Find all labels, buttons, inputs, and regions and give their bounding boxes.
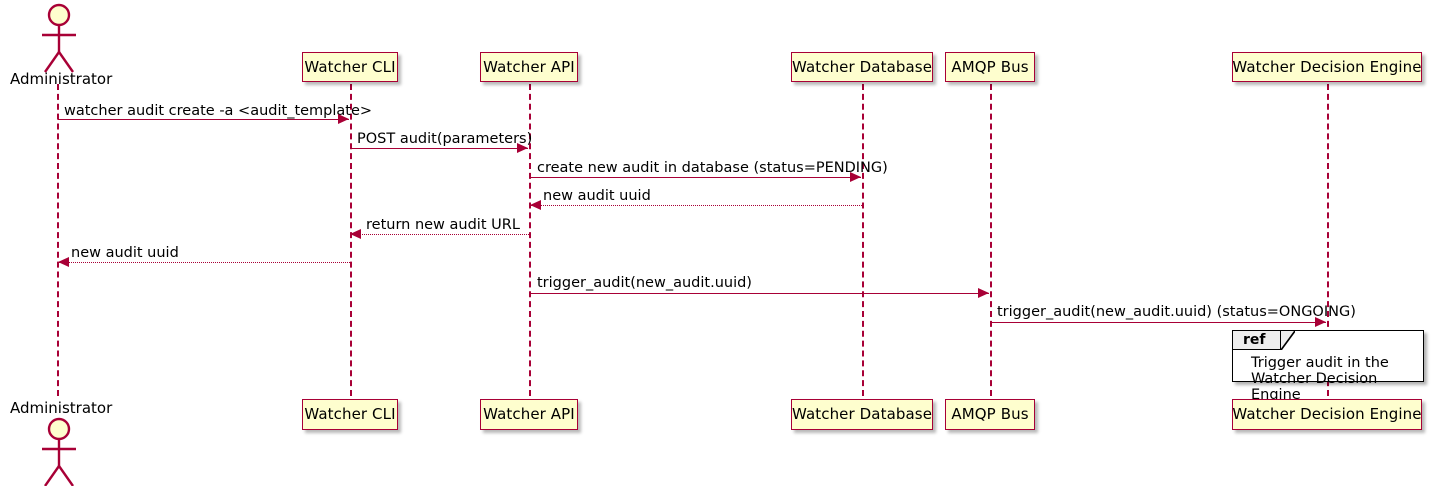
participant-watcher-api-top[interactable]: Watcher API (480, 52, 578, 82)
participant-label: Watcher CLI (304, 57, 396, 76)
participant-label: Watcher API (483, 57, 575, 76)
message-arrowhead-3 (850, 172, 861, 182)
ref-tab-corner-icon (1281, 331, 1295, 350)
message-label-1: watcher audit create -a <audit_template> (64, 103, 373, 119)
message-line-8 (991, 322, 1326, 323)
participant-watcher-database-top[interactable]: Watcher Database (791, 52, 933, 82)
message-label-2: POST audit(parameters) (357, 131, 533, 147)
message-arrowhead-5 (350, 229, 361, 239)
participant-watcher-cli-bottom[interactable]: Watcher CLI (302, 399, 398, 430)
message-line-2 (351, 148, 528, 149)
message-label-3: create new audit in database (status=PEN… (537, 160, 888, 176)
actor-administrator-top (10, 0, 110, 84)
ref-fragment-text: Trigger audit in the Watcher Decision En… (1251, 355, 1389, 403)
message-line-3 (530, 177, 861, 178)
actor-icon (42, 417, 76, 487)
participant-amqp-bus-bottom[interactable]: AMQP Bus (945, 399, 1035, 430)
ref-tab-label: ref (1243, 332, 1266, 348)
actor-administrator-bottom (10, 414, 110, 487)
actor-icon (42, 3, 76, 73)
message-arrowhead-7 (978, 288, 989, 298)
message-label-6: new audit uuid (71, 245, 179, 261)
message-arrowhead-6 (58, 257, 69, 267)
participant-label: Watcher Database (791, 57, 933, 76)
message-arrowhead-1 (338, 114, 349, 124)
lifeline-amqp-bus (990, 84, 992, 396)
message-label-5: return new audit URL (366, 217, 520, 233)
participant-watcher-decision-engine-top[interactable]: Watcher Decision Engine (1232, 52, 1422, 82)
lifeline-watcher-cli (350, 84, 352, 396)
message-arrowhead-2 (517, 143, 528, 153)
participant-label: Watcher Decision Engine (1232, 57, 1422, 76)
message-line-6 (59, 262, 350, 263)
message-line-5 (351, 234, 529, 235)
message-label-4: new audit uuid (543, 188, 651, 204)
message-arrowhead-8 (1315, 317, 1326, 327)
participant-label: Watcher Decision Engine (1232, 405, 1422, 423)
participant-watcher-api-bottom[interactable]: Watcher API (480, 399, 578, 430)
participant-watcher-cli-top[interactable]: Watcher CLI (302, 52, 398, 82)
ref-tab (1233, 331, 1281, 350)
participant-label: AMQP Bus (951, 57, 1029, 76)
participant-label: Watcher Database (791, 405, 933, 423)
message-label-7: trigger_audit(new_audit.uuid) (537, 275, 752, 291)
message-line-7 (530, 293, 989, 294)
actor-label-administrator-top: Administrator (10, 70, 113, 88)
lifeline-watcher-api (529, 84, 531, 396)
message-line-4 (531, 205, 862, 206)
lifeline-administrator (57, 84, 59, 396)
participant-watcher-database-bottom[interactable]: Watcher Database (791, 399, 933, 430)
participant-watcher-decision-engine-bottom[interactable]: Watcher Decision Engine (1232, 399, 1422, 430)
message-arrowhead-4 (530, 200, 541, 210)
participant-label: AMQP Bus (951, 405, 1029, 423)
actor-label-administrator-bottom: Administrator (10, 399, 113, 417)
participant-label: Watcher API (483, 405, 575, 423)
message-line-1 (58, 119, 349, 120)
lifeline-watcher-database (862, 84, 864, 396)
message-label-8: trigger_audit(new_audit.uuid) (status=ON… (997, 304, 1356, 320)
participant-label: Watcher CLI (304, 405, 396, 423)
ref-fragment[interactable]: ref Trigger audit in the Watcher Decisio… (1232, 330, 1424, 403)
participant-amqp-bus-top[interactable]: AMQP Bus (945, 52, 1035, 82)
lifeline-watcher-decision-engine (1327, 84, 1329, 396)
